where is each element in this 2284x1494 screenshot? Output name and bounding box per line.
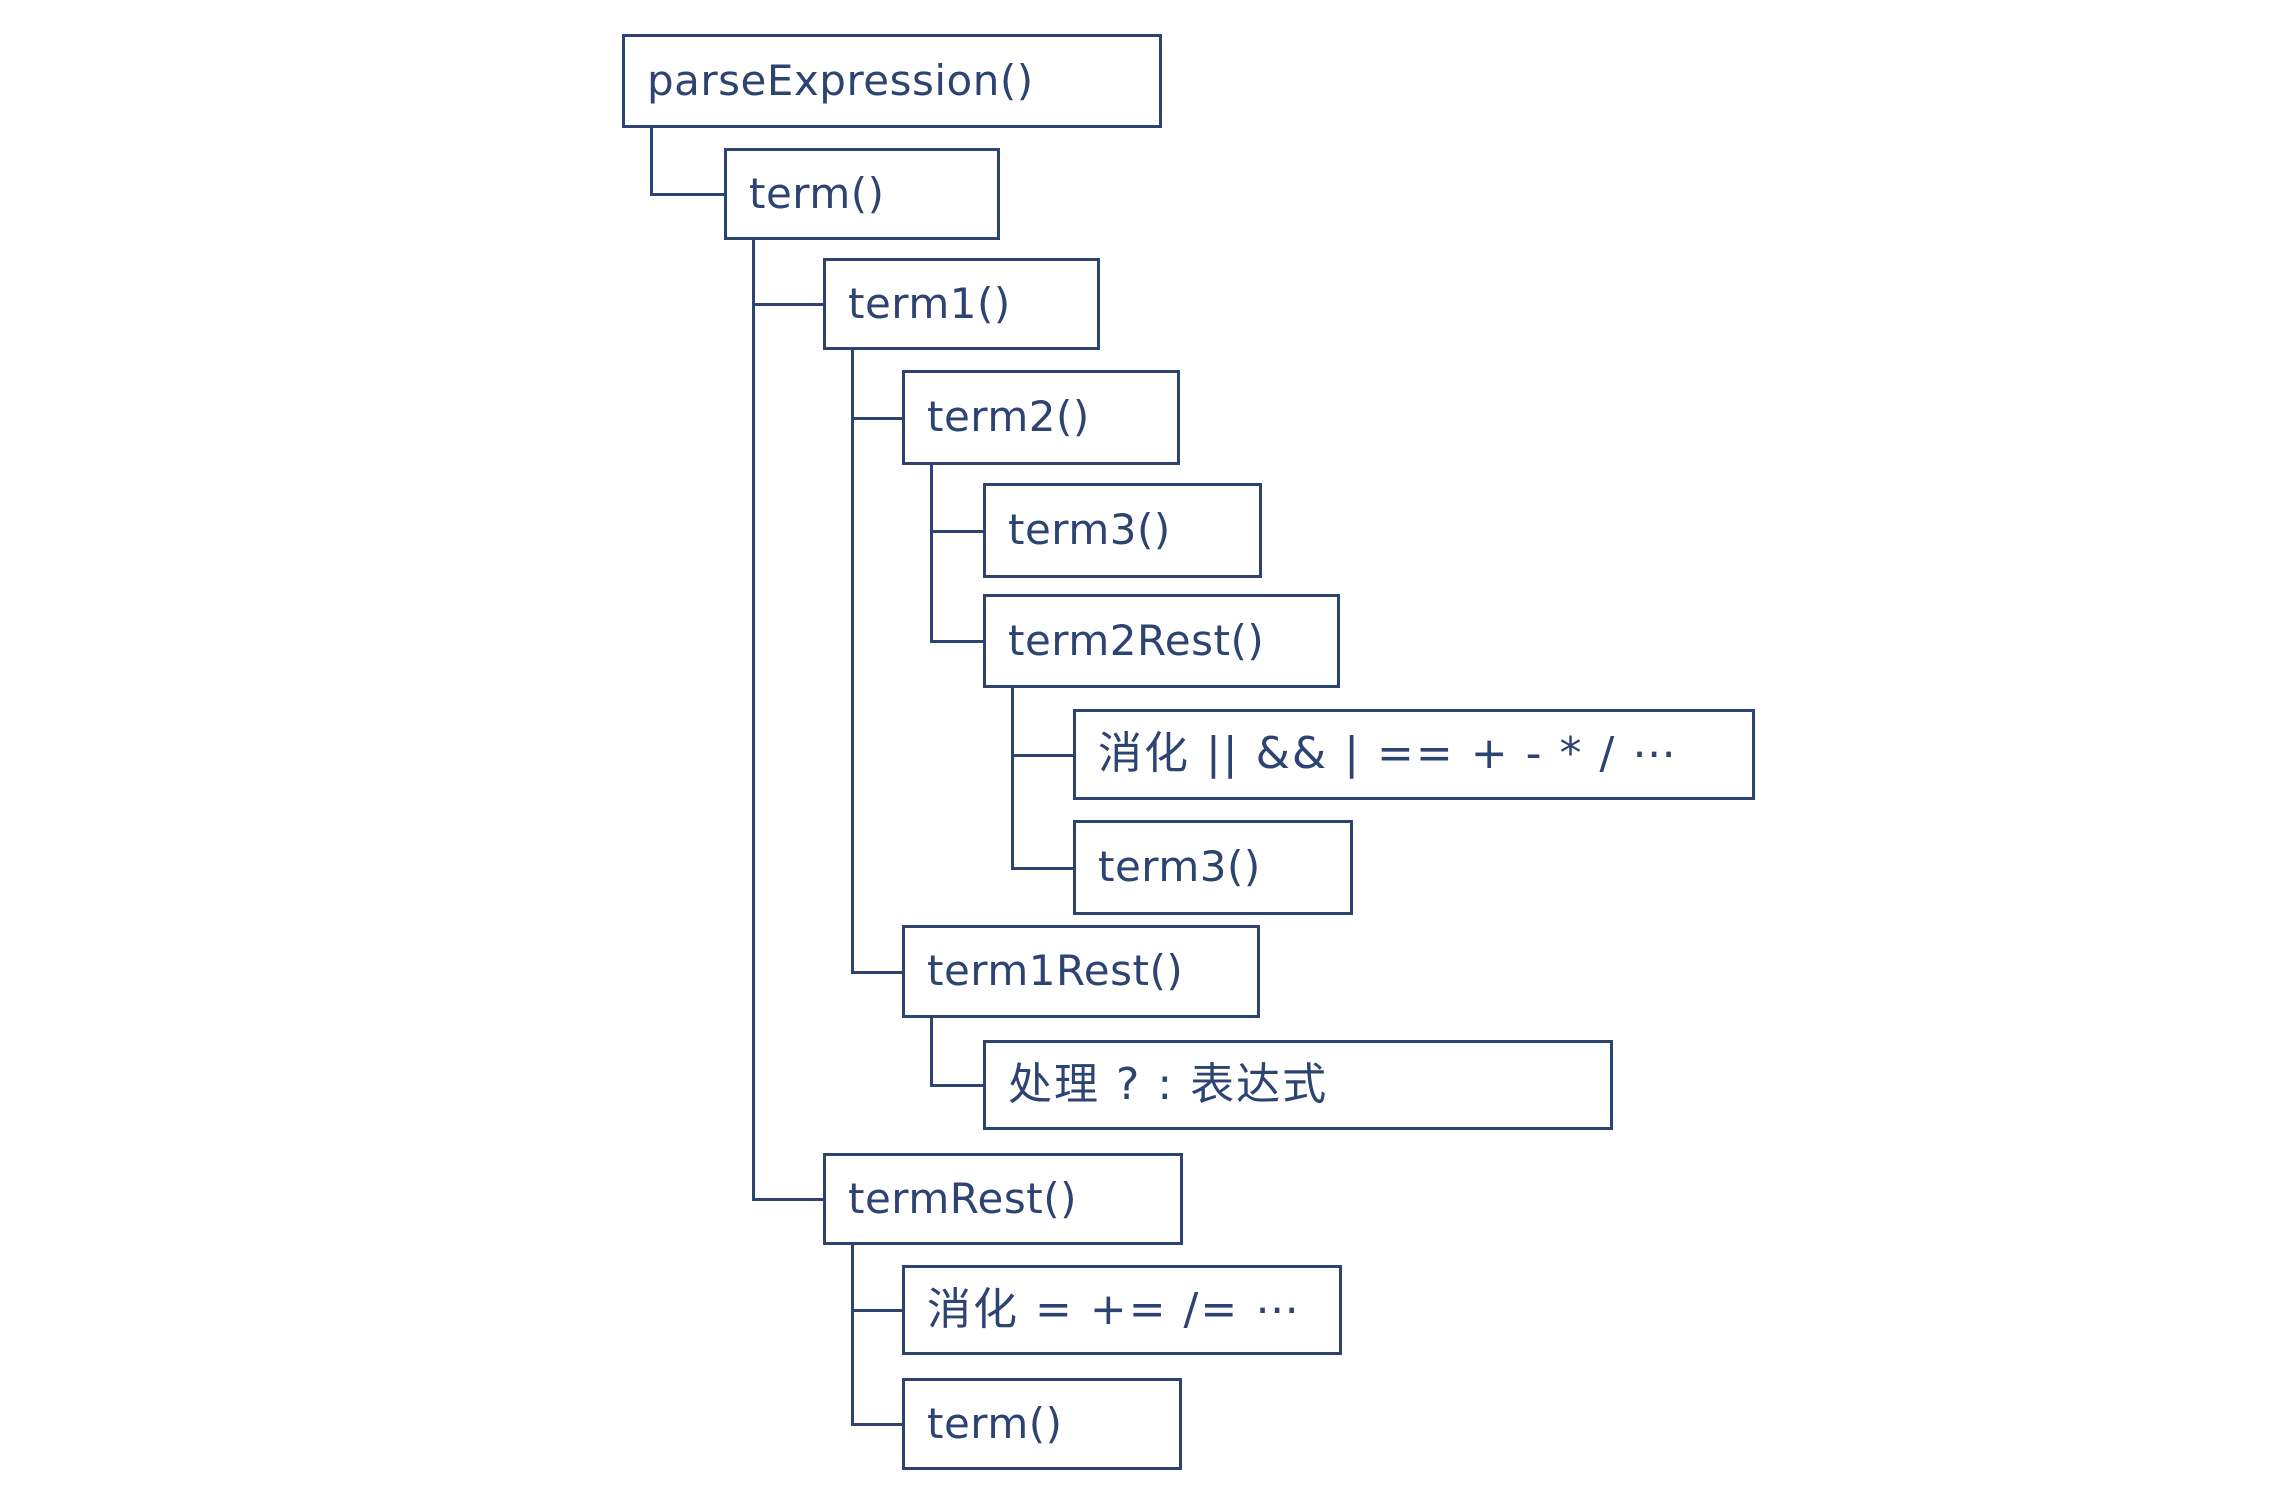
node-term3a[interactable]: term3() xyxy=(983,483,1262,578)
node-termRest[interactable]: termRest() xyxy=(823,1153,1183,1245)
node-label-term1: term1() xyxy=(848,278,1011,328)
node-label-term3a: term3() xyxy=(1008,505,1171,555)
node-ternary[interactable]: 处理 ? : 表达式 xyxy=(983,1040,1613,1130)
node-label-term2Rest: term2Rest() xyxy=(1008,615,1265,665)
connector-vertical xyxy=(1011,688,1014,869)
connector-horizontal xyxy=(851,416,902,420)
node-consumeOps[interactable]: 消化 || && | == + - * / ⋯ xyxy=(1073,709,1755,800)
node-label-consumeOps: 消化 || && | == + - * / ⋯ xyxy=(1098,728,1679,780)
connector-horizontal xyxy=(930,640,983,643)
connector-horizontal xyxy=(1011,753,1073,757)
node-term3b[interactable]: term3() xyxy=(1073,820,1353,915)
connector-vertical xyxy=(752,240,755,1200)
connector-horizontal xyxy=(851,1309,902,1312)
node-term[interactable]: term() xyxy=(724,148,1000,240)
connector-vertical xyxy=(851,1245,854,1425)
node-label-ternary: 处理 ? : 表达式 xyxy=(1008,1058,1329,1110)
connector-horizontal xyxy=(930,529,983,533)
node-label-consumeAssign: 消化 = += /= ⋯ xyxy=(927,1283,1302,1335)
node-term1[interactable]: term1() xyxy=(823,258,1100,350)
connector-vertical xyxy=(930,465,933,642)
node-label-termRest: termRest() xyxy=(848,1173,1078,1223)
connector-horizontal xyxy=(752,1198,823,1201)
connector-vertical xyxy=(650,128,653,195)
node-label-term2: term2() xyxy=(927,392,1090,442)
node-label-term1Rest: term1Rest() xyxy=(927,946,1184,996)
connector-horizontal xyxy=(930,1084,983,1087)
node-term2Rest[interactable]: term2Rest() xyxy=(983,594,1340,688)
connector-vertical xyxy=(930,1018,933,1086)
connector-horizontal xyxy=(1011,866,1073,870)
node-label-termLeaf: term() xyxy=(927,1398,1063,1448)
node-term2[interactable]: term2() xyxy=(902,370,1180,465)
node-parseExpression[interactable]: parseExpression() xyxy=(622,34,1162,128)
node-label-term: term() xyxy=(749,168,885,218)
connector-horizontal xyxy=(752,303,823,306)
node-label-parseExpression: parseExpression() xyxy=(647,55,1034,105)
node-term1Rest[interactable]: term1Rest() xyxy=(902,925,1260,1018)
connector-vertical xyxy=(851,350,854,973)
connector-horizontal xyxy=(851,970,902,974)
node-consumeAssign[interactable]: 消化 = += /= ⋯ xyxy=(902,1265,1342,1355)
node-label-term3b: term3() xyxy=(1098,842,1261,892)
connector-horizontal xyxy=(650,193,724,196)
connector-horizontal xyxy=(851,1423,902,1426)
node-termLeaf[interactable]: term() xyxy=(902,1378,1182,1470)
